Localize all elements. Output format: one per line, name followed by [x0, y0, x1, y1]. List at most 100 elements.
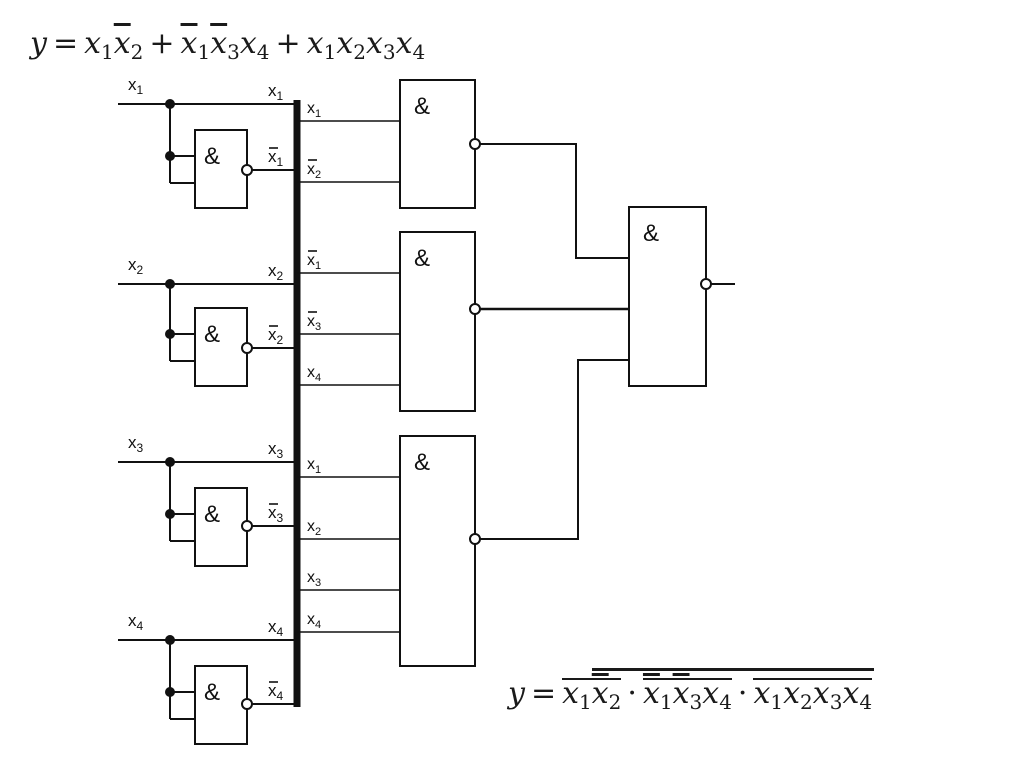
inversion-bubble [700, 278, 712, 290]
and-gate-symbol: & [204, 143, 220, 170]
label-variable: x [307, 364, 315, 381]
formula-literal: x4 [702, 676, 732, 714]
formula-term-negation-bar [642, 678, 732, 680]
formula-subscript: 4 [859, 690, 873, 714]
and-gate-symbol: & [414, 245, 430, 272]
label-variable: x [307, 569, 315, 586]
inversion-bubble [241, 342, 253, 354]
formula-term: x1x2x3x4 [307, 26, 426, 64]
and-gate-symbol: & [204, 321, 220, 348]
label-variable: x [307, 456, 315, 473]
label-subscript: 1 [277, 89, 284, 103]
inverted-tap-label: x1 [268, 147, 284, 169]
gate-input-label: x1 [307, 100, 321, 120]
label-subscript: 3 [315, 577, 321, 589]
label-variable: x [307, 611, 315, 628]
formula-term: x1x2 [562, 676, 622, 714]
formula-literal: x4 [240, 26, 270, 64]
output-nand-gate [628, 206, 707, 387]
input-label: x1 [128, 75, 144, 97]
formula-literal: x1 [84, 26, 114, 64]
formula-subscript: 3 [382, 40, 396, 64]
formula-equals: = [530, 676, 557, 711]
formula-term: x1x3x4 [181, 26, 270, 64]
formula-variable: x [562, 676, 580, 711]
gate-input-label: x1 [307, 456, 321, 476]
formula-variable: x [180, 26, 198, 61]
formula-subscript: 1 [101, 40, 114, 64]
formula-term: x1x3x4 [642, 676, 732, 714]
formula-variable: x [84, 26, 102, 61]
label-subscript: 2 [137, 263, 144, 277]
inverted-tap-label: x4 [268, 681, 284, 703]
formula-variable: x [812, 676, 830, 711]
label-variable: x [307, 161, 315, 178]
formula-literal: x3 [812, 676, 843, 714]
label-subscript: 1 [137, 83, 144, 97]
inversion-bubble [241, 698, 253, 710]
formula-subscript: 4 [719, 690, 732, 714]
formula-subscript: 1 [579, 690, 592, 714]
label-subscript: 4 [315, 619, 321, 631]
label-variable: x [128, 611, 137, 630]
inverter-gate [194, 129, 248, 209]
label-subscript: 1 [315, 108, 321, 120]
label-variable: x [268, 81, 277, 100]
formula-variable: x [672, 676, 690, 711]
formula-lhs: y [508, 676, 525, 711]
formula-variable: x [753, 676, 771, 711]
formula-outer-negation-bar [592, 668, 875, 671]
bus-tap-label: x3 [268, 439, 284, 461]
inversion-bubble [469, 533, 481, 545]
gate-input-label: x4 [307, 364, 321, 384]
bus-tap-label: x4 [268, 617, 284, 639]
inverter-gate [194, 665, 248, 745]
formula-subscript: 4 [412, 40, 426, 64]
label-subscript: 4 [137, 619, 144, 633]
formula-operator: · [737, 676, 748, 711]
inverted-tap-label: x2 [268, 325, 284, 347]
gate-input-label: x2 [307, 161, 321, 181]
formula-subscript: 2 [608, 690, 622, 714]
inversion-bubble [469, 138, 481, 150]
product-nand-gate [399, 435, 476, 667]
formula-equals: = [52, 26, 79, 61]
label-subscript: 3 [277, 511, 284, 525]
formula-literal: x2 [336, 26, 366, 64]
input-label: x4 [128, 611, 144, 633]
formula-subscript: 3 [829, 690, 843, 714]
inverter-gate [194, 307, 248, 387]
label-subscript: 2 [315, 526, 321, 538]
formula-literal: x3 [672, 676, 703, 714]
label-subscript: 3 [315, 321, 321, 333]
formula-literal: x2 [114, 26, 144, 64]
inversion-bubble [469, 303, 481, 315]
formula-term: x1x2x3x4 [753, 676, 873, 714]
gate1-to-output-wire [480, 143, 629, 259]
and-gate-symbol: & [204, 501, 220, 528]
product-nand-gate [399, 231, 476, 412]
label-subscript: 4 [277, 689, 284, 703]
formula-variable: x [702, 676, 720, 711]
label-variable: x [268, 325, 277, 344]
label-subscript: 3 [277, 447, 284, 461]
formula-subscript: 2 [130, 40, 144, 64]
formula-subscript: 3 [689, 690, 703, 714]
label-subscript: 4 [277, 625, 284, 639]
formula-operator: · [627, 676, 637, 711]
inverter-gate [194, 487, 248, 567]
label-subscript: 2 [315, 169, 321, 181]
and-gate-symbol: & [204, 679, 220, 706]
inversion-bubble [241, 164, 253, 176]
label-variable: x [268, 147, 277, 166]
formula-subscript: 2 [353, 40, 366, 64]
formula-subscript: 1 [323, 40, 337, 64]
formula-subscript: 4 [256, 40, 270, 64]
label-variable: x [268, 617, 277, 636]
gate-input-label: x2 [307, 518, 321, 538]
gate-input-label: x4 [307, 611, 321, 631]
formula-literal: x3 [366, 26, 396, 64]
label-variable: x [268, 503, 277, 522]
